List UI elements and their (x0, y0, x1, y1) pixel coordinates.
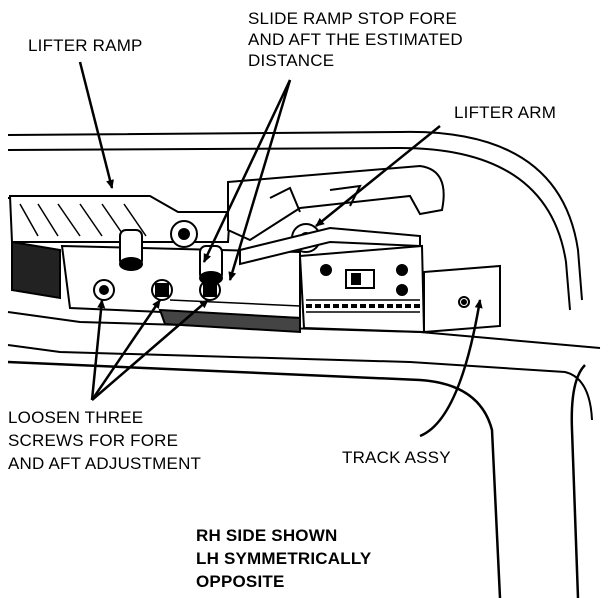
loosen-screws-label-line1: LOOSEN THREE (8, 408, 144, 427)
lifter-pins (119, 220, 223, 285)
loosen-screws-label-line2: SCREWS FOR FORE (8, 431, 179, 450)
side-note-line1: RH SIDE SHOWN (196, 526, 338, 545)
adjustment-screws (93, 279, 221, 301)
slide-ramp-stop-label-line3: DISTANCE (248, 51, 335, 70)
slide-ramp-stop-label-line1: SLIDE RAMP STOP FORE (248, 9, 458, 28)
opening-edge (7, 360, 586, 598)
loosen-screws-label-line3: AND AFT ADJUSTMENT (8, 454, 202, 473)
side-note-line3: OPPOSITE (196, 572, 285, 591)
side-note-line2: LH SYMMETRICALLY (196, 549, 372, 568)
track-assy (423, 264, 501, 334)
slide-block (298, 244, 426, 334)
leader-lines (78, 61, 483, 438)
lifter-ramp-label: LIFTER RAMP (28, 36, 143, 55)
track-assy-label: TRACK ASSY (342, 448, 451, 467)
lifter-arm (227, 164, 445, 266)
slide-ramp-stop-label-line2: AND AFT THE ESTIMATED (248, 30, 463, 49)
lifter-arm-label: LIFTER ARM (454, 103, 557, 122)
